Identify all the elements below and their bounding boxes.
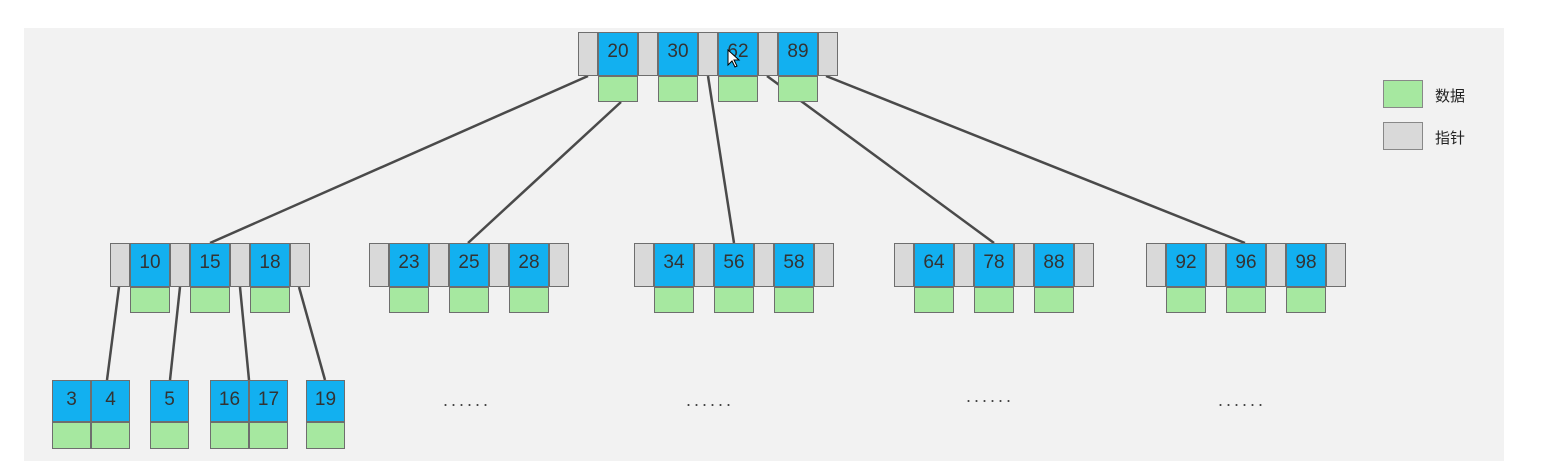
level2-node-5-data-96: [1226, 287, 1266, 313]
root-key-89: 89: [778, 32, 818, 76]
level2-node-1-key-18: 18: [250, 243, 290, 287]
level2-node-2-pointer-0: [369, 243, 389, 287]
level2-node-4-pointer-1: [954, 243, 974, 287]
level2-node-4-pointer-0: [894, 243, 914, 287]
level2-node-4-key-64: 64: [914, 243, 954, 287]
level2-node-2-key-23: 23: [389, 243, 429, 287]
ellipsis-2: ......: [686, 390, 735, 410]
level2-node-3-key-58: 58: [774, 243, 814, 287]
root-pointer-3: [758, 32, 778, 76]
level2-node-1-key-15: 15: [190, 243, 230, 287]
level2-node-1-key-10: 10: [130, 243, 170, 287]
ellipsis-3: ......: [966, 386, 1015, 406]
level2-node-1-pointer-1: [170, 243, 190, 287]
root-data-62: [718, 76, 758, 102]
level2-node-3-data-56: [714, 287, 754, 313]
leaf-1-data-3: [52, 422, 91, 449]
level2-node-5-pointer-2: [1266, 243, 1286, 287]
root-pointer-4: [818, 32, 838, 76]
level2-node-3-key-56: 56: [714, 243, 754, 287]
level2-node-5-pointer-3: [1326, 243, 1346, 287]
level2-node-4-pointer-3: [1074, 243, 1094, 287]
leaf-3-key-16: 16: [210, 380, 249, 422]
leaf-2-key-5: 5: [150, 380, 189, 422]
level2-node-2-data-25: [449, 287, 489, 313]
legend-data-label: 数据: [1435, 87, 1466, 105]
level2-node-2-pointer-3: [549, 243, 569, 287]
legend-data-swatch: [1383, 80, 1423, 108]
level2-node-2-key-25: 25: [449, 243, 489, 287]
mouse-cursor-icon: [727, 49, 741, 68]
level2-node-5-key-92: 92: [1166, 243, 1206, 287]
level2-node-3-pointer-1: [694, 243, 714, 287]
level2-node-2-data-28: [509, 287, 549, 313]
leaf-4-key-19: 19: [306, 380, 345, 422]
leaf-1-key-4: 4: [91, 380, 130, 422]
ellipsis-1: ......: [443, 390, 492, 410]
root-pointer-2: [698, 32, 718, 76]
ellipsis-4: ......: [1218, 390, 1267, 410]
level2-node-5-key-98: 98: [1286, 243, 1326, 287]
level2-node-5-key-96: 96: [1226, 243, 1266, 287]
root-key-30: 30: [658, 32, 698, 76]
level2-node-5-data-98: [1286, 287, 1326, 313]
level2-node-4-key-78: 78: [974, 243, 1014, 287]
level2-node-3-data-58: [774, 287, 814, 313]
level2-node-3-pointer-0: [634, 243, 654, 287]
level2-node-1-data-15: [190, 287, 230, 313]
root-data-20: [598, 76, 638, 102]
legend-pointer-swatch: [1383, 122, 1423, 150]
leaf-1-key-3: 3: [52, 380, 91, 422]
root-pointer-0: [578, 32, 598, 76]
level2-node-3-key-34: 34: [654, 243, 694, 287]
level2-node-4-data-64: [914, 287, 954, 313]
level2-node-2-key-28: 28: [509, 243, 549, 287]
level2-node-4-data-88: [1034, 287, 1074, 313]
legend-pointer-label: 指针: [1435, 129, 1466, 147]
leaf-1-data-4: [91, 422, 130, 449]
root-key-20: 20: [598, 32, 638, 76]
level2-node-2-pointer-1: [429, 243, 449, 287]
level2-node-5-pointer-0: [1146, 243, 1166, 287]
level2-node-3-pointer-3: [814, 243, 834, 287]
level2-node-1-pointer-0: [110, 243, 130, 287]
leaf-3-key-17: 17: [249, 380, 288, 422]
level2-node-1-data-18: [250, 287, 290, 313]
level2-node-3-pointer-2: [754, 243, 774, 287]
level2-node-4-key-88: 88: [1034, 243, 1074, 287]
level2-node-1-pointer-3: [290, 243, 310, 287]
root-key-62: 62: [718, 32, 758, 76]
leaf-2-data-5: [150, 422, 189, 449]
leaf-3-data-16: [210, 422, 249, 449]
level2-node-2-data-23: [389, 287, 429, 313]
root-data-89: [778, 76, 818, 102]
level2-node-4-data-78: [974, 287, 1014, 313]
level2-node-4-pointer-2: [1014, 243, 1034, 287]
leaf-4-data-19: [306, 422, 345, 449]
root-data-30: [658, 76, 698, 102]
level2-node-3-data-34: [654, 287, 694, 313]
level2-node-5-data-92: [1166, 287, 1206, 313]
level2-node-2-pointer-2: [489, 243, 509, 287]
leaf-3-data-17: [249, 422, 288, 449]
root-pointer-1: [638, 32, 658, 76]
level2-node-1-data-10: [130, 287, 170, 313]
level2-node-1-pointer-2: [230, 243, 250, 287]
level2-node-5-pointer-1: [1206, 243, 1226, 287]
